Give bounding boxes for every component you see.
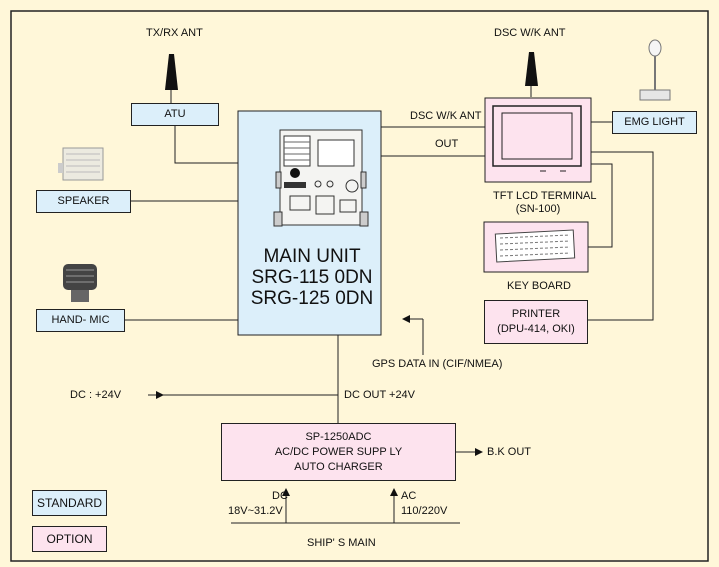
tx-rx-antenna-label: TX/RX ANT — [146, 27, 203, 39]
speaker-box: SPEAKER — [36, 190, 131, 213]
dc-range-label: 18V~31.2V — [228, 505, 283, 517]
tft-terminal-label: TFT LCD TERMINAL (SN-100) — [493, 190, 597, 216]
gps-data-in-label: GPS DATA IN (CIF/NMEA) — [372, 358, 503, 370]
bk-out-label: B.K OUT — [487, 446, 532, 458]
printer-box: PRINTER (DPU-414, OKI) — [484, 300, 588, 344]
dc-supply-label: DC — [272, 490, 288, 502]
dsc-antenna-icon — [525, 52, 538, 97]
ac-supply-label: AC — [401, 490, 417, 502]
hand-mic-box: HAND- MIC — [36, 309, 125, 332]
main-unit-device-icon — [273, 129, 369, 227]
dsc-antenna-side-label: DSC W/K ANT — [410, 110, 482, 122]
printer-box-line2: (DPU-414, OKI) — [497, 323, 575, 335]
main-unit-line1: MAIN UNIT — [263, 246, 361, 267]
legend-option: OPTION — [32, 526, 107, 552]
keyboard-label: KEY BOARD — [507, 280, 571, 292]
printer-box-line1: PRINTER — [511, 308, 561, 320]
dc-out-label: DC OUT +24V — [344, 389, 416, 401]
dsc-antenna-top-label: DSC W/K ANT — [494, 27, 566, 39]
power-supply-line1: SP-1250ADC — [305, 430, 372, 443]
power-supply-box: SP-1250ADC AC/DC POWER SUPP LY AUTO CHAR… — [221, 423, 456, 481]
legend-standard: STANDARD — [32, 490, 107, 516]
tx-rx-antenna-icon — [165, 54, 178, 103]
main-unit-line2: SRG-115 0DN — [251, 267, 373, 288]
power-supply-line3: AUTO CHARGER — [294, 460, 383, 473]
tft-terminal-icon — [484, 97, 592, 183]
tft-terminal-label-line1: TFT LCD TERMINAL — [493, 190, 597, 202]
hand-mic-icon — [63, 264, 97, 302]
out-label: OUT — [435, 138, 459, 150]
main-unit-line3: SRG-125 0DN — [250, 288, 374, 309]
ac-range-label: 110/220V — [401, 505, 448, 517]
main-unit-label: MAIN UNIT SRG-115 0DN SRG-125 0DN — [232, 246, 392, 309]
speaker-icon — [58, 147, 104, 181]
tft-terminal-label-line2: (SN-100) — [515, 203, 561, 215]
dc-input-label: DC : +24V — [70, 389, 122, 401]
ships-main-label: SHIP' S MAIN — [307, 537, 376, 549]
emg-light-icon — [639, 39, 671, 101]
atu-box: ATU — [131, 103, 219, 126]
power-supply-line2: AC/DC POWER SUPP LY — [274, 445, 403, 458]
emg-light-box: EMG LIGHT — [612, 111, 697, 134]
keyboard-icon — [483, 221, 589, 273]
